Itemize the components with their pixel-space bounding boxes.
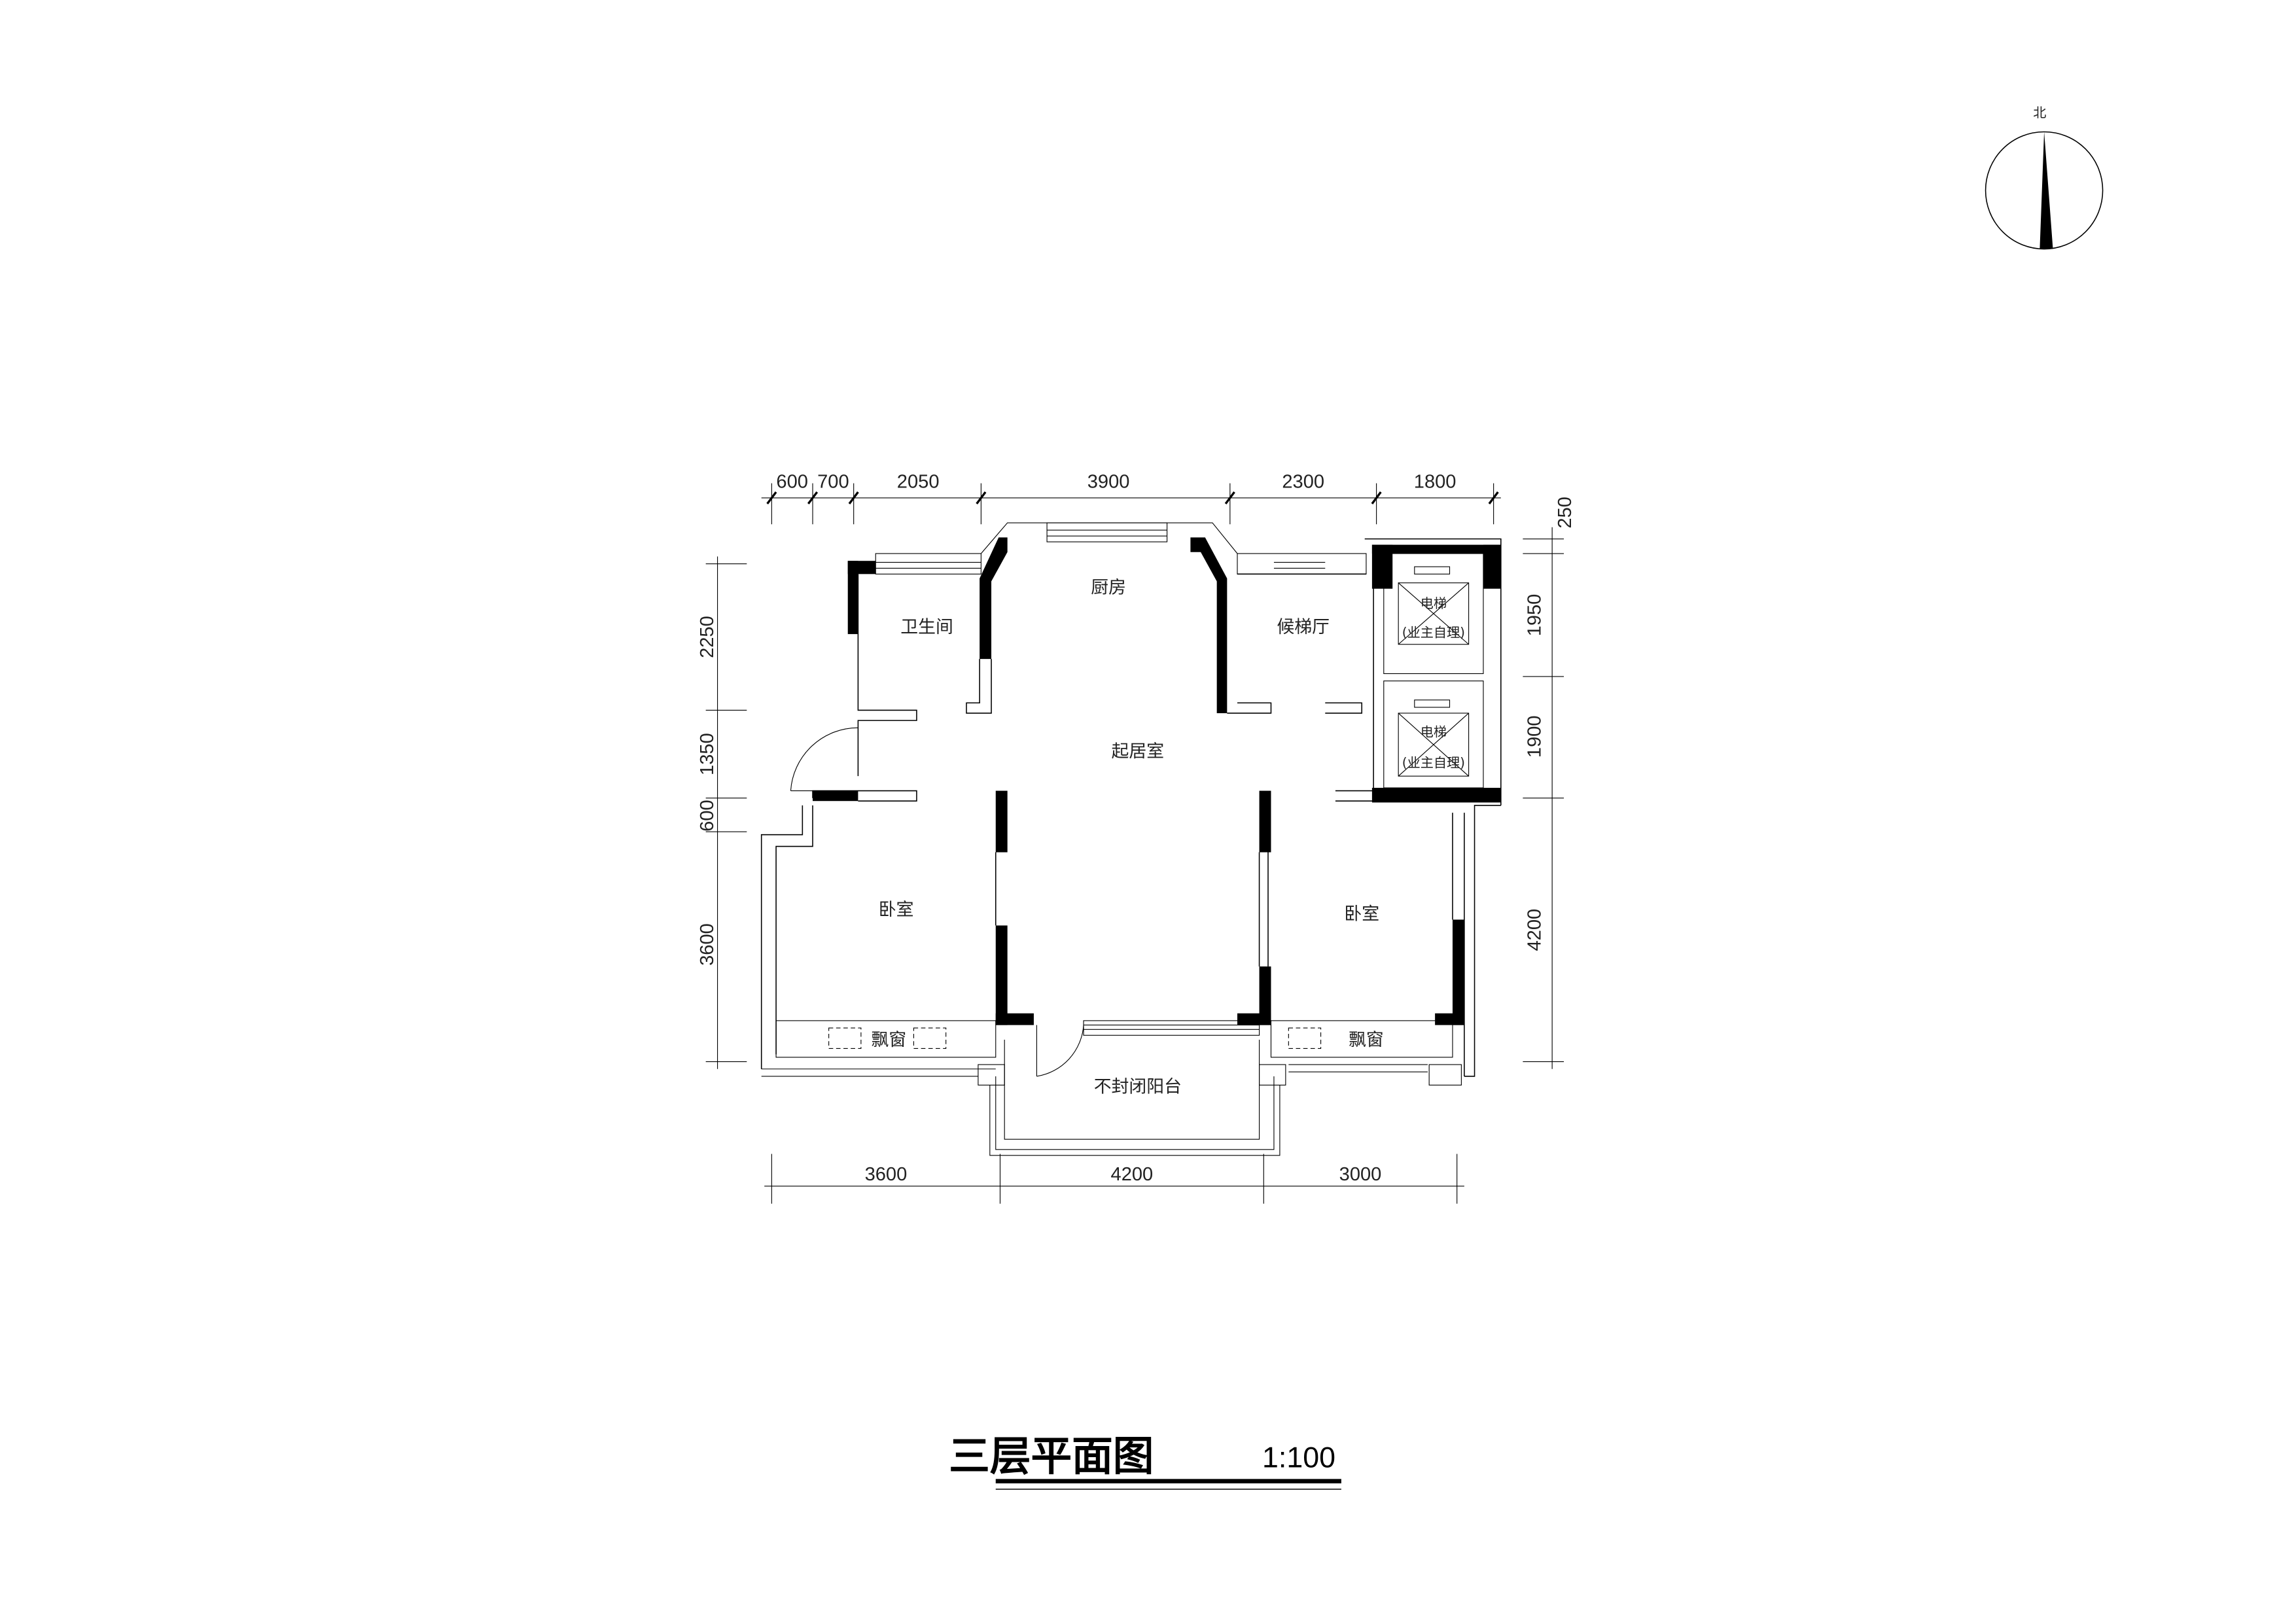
dim-label: 3600 — [697, 923, 718, 966]
room-label-bedroom-left: 卧室 — [879, 900, 914, 920]
drawing-title: 三层平面图 — [949, 1432, 1154, 1480]
dim-label: 600 — [776, 471, 808, 492]
dim-label: 2050 — [897, 471, 940, 492]
windows — [761, 522, 1453, 1077]
dim-label: 2250 — [697, 616, 718, 658]
room-label-bedroom-right: 卧室 — [1344, 904, 1379, 924]
elevator-note: (业主自理) — [1402, 625, 1465, 641]
entry-door-icon — [790, 727, 858, 791]
dim-label: 2300 — [1282, 471, 1324, 492]
dim-label: 3600 — [865, 1164, 908, 1185]
balcony-door-icon — [1036, 1025, 1084, 1077]
elevator-label: 电梯 — [1421, 595, 1447, 611]
room-label-living-room: 起居室 — [1112, 741, 1165, 762]
north-arrow-icon — [2040, 132, 2053, 249]
room-label-bay-window-left: 飘窗 — [872, 1030, 907, 1050]
elevator-label: 电梯 — [1421, 724, 1447, 740]
dim-label: 3900 — [1087, 471, 1130, 492]
dim-label: 250 — [1555, 497, 1576, 529]
dim-label: 1900 — [1524, 715, 1545, 758]
room-label-bay-window-right: 飘窗 — [1349, 1030, 1384, 1050]
wall-outlines — [760, 538, 1502, 1077]
left-dimension-line: 2250 1350 600 3600 — [697, 556, 747, 1069]
dim-label: 4200 — [1524, 909, 1545, 951]
elevator-2: 电梯 (业主自理) — [1383, 680, 1484, 788]
elevator-note: (业主自理) — [1402, 755, 1465, 771]
bay-window-markers — [828, 1027, 1322, 1049]
room-label-balcony: 不封闭阳台 — [1094, 1077, 1182, 1097]
top-dimension-line: 600 700 2050 3900 2300 1800 — [761, 471, 1501, 525]
dim-label: 600 — [697, 800, 718, 832]
north-label: 北 — [2033, 105, 2046, 120]
title-underline — [995, 1479, 1341, 1484]
doors — [790, 727, 1084, 1077]
right-dimension-line: 250 1950 1900 4200 — [1523, 497, 1576, 1069]
dim-label: 700 — [817, 471, 849, 492]
dim-label: 1950 — [1524, 594, 1545, 637]
elevator-1: 电梯 (业主自理) — [1383, 553, 1484, 675]
room-label-bathroom: 卫生间 — [900, 617, 953, 637]
dim-label: 1800 — [1414, 471, 1457, 492]
room-label-elevator-hall: 候梯厅 — [1277, 617, 1330, 637]
dim-label: 1350 — [697, 733, 718, 775]
balcony — [978, 1039, 1462, 1156]
drawing-scale: 1:100 — [1262, 1441, 1335, 1474]
structural-walls — [813, 537, 1501, 1025]
bottom-dimension-line: 3600 4200 3000 — [764, 1154, 1464, 1204]
dim-label: 4200 — [1111, 1164, 1154, 1185]
dim-label: 3000 — [1339, 1164, 1382, 1185]
north-arrow: 北 — [1985, 105, 2104, 250]
room-label-kitchen: 厨房 — [1091, 577, 1126, 597]
